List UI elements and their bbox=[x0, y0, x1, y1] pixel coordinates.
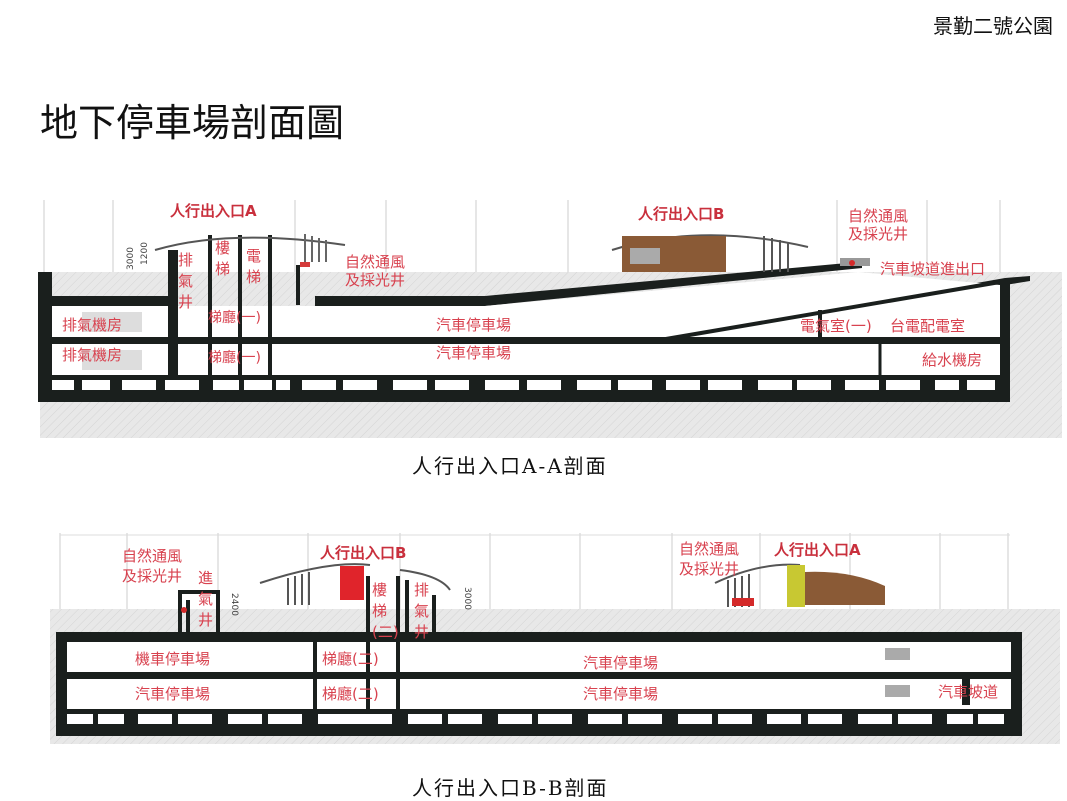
bb-moto-parking: 機車停車場 bbox=[135, 650, 211, 668]
park-name: 景勤二號公園 bbox=[933, 14, 1053, 38]
aa-stair-hall-2: 梯廳(一) bbox=[208, 350, 261, 366]
aa-vent-shaft-label: 排氣井 bbox=[178, 251, 194, 311]
aa-caption: 人行出入口A-A剖面 bbox=[412, 454, 608, 478]
aa-parking-2: 汽車停車場 bbox=[436, 344, 512, 362]
aa-elevator-label: 電梯 bbox=[246, 247, 262, 286]
bb-caption: 人行出入口B-B剖面 bbox=[412, 776, 609, 800]
aa-entrance-b-label: 人行出入口B bbox=[638, 205, 725, 223]
aa-water-room: 給水機房 bbox=[922, 351, 983, 369]
bb-intake-shaft-label: 進氣井 bbox=[198, 569, 214, 629]
aa-power-room: 台電配電室 bbox=[890, 317, 966, 335]
bb-natural-vent-2b: 及採光井 bbox=[679, 560, 740, 578]
bb-natural-vent-1: 自然通風 bbox=[122, 547, 183, 565]
bb-car-parking-left: 汽車停車場 bbox=[135, 685, 211, 703]
bb-parking-1: 汽車停車場 bbox=[583, 654, 659, 672]
page-title: 地下停車場剖面圖 bbox=[40, 101, 345, 145]
bb-parking-2: 汽車停車場 bbox=[583, 685, 659, 703]
aa-exhaust-room-1: 排氣機房 bbox=[62, 316, 123, 334]
aa-natural-vent-2b: 及採光井 bbox=[848, 225, 909, 243]
aa-exhaust-room-2: 排氣機房 bbox=[62, 346, 123, 364]
bb-entrance-b-label: 人行出入口B bbox=[320, 544, 407, 562]
bb-dim-1: 2400 bbox=[228, 593, 239, 616]
bb-dim-2: 3000 bbox=[461, 587, 472, 610]
bb-natural-vent-1b: 及採光井 bbox=[122, 567, 183, 585]
aa-natural-vent-1b: 及採光井 bbox=[345, 271, 406, 289]
bb-vent-shaft-label: 排氣井 bbox=[414, 581, 430, 641]
aa-electric-room: 電氣室(一) bbox=[800, 317, 872, 335]
aa-parking-1: 汽車停車場 bbox=[436, 316, 512, 334]
aa-stairs-label: 樓梯 bbox=[215, 239, 231, 278]
aa-natural-vent-1: 自然通風 bbox=[345, 253, 406, 271]
bb-stairs-label: 樓梯(二) bbox=[372, 581, 399, 641]
aa-stair-hall-1: 梯廳(一) bbox=[208, 310, 261, 326]
bb-entrance-a-label: 人行出入口A bbox=[774, 541, 861, 559]
aa-natural-vent-2: 自然通風 bbox=[848, 207, 909, 225]
bb-stair-hall-2: 梯廳(二) bbox=[322, 685, 379, 703]
aa-entrance-a-label: 人行出入口A bbox=[170, 202, 257, 220]
section-bb-drawing bbox=[50, 533, 1060, 744]
bb-natural-vent-2: 自然通風 bbox=[679, 540, 740, 558]
bb-ramp-label: 汽車坡道 bbox=[938, 683, 999, 701]
section-aa-drawing bbox=[38, 200, 1062, 438]
aa-ramp-exit-label: 汽車坡道進出口 bbox=[880, 260, 986, 278]
aa-dim-2: 1200 bbox=[139, 242, 150, 265]
bb-stair-hall-1: 梯廳(二) bbox=[322, 650, 379, 668]
